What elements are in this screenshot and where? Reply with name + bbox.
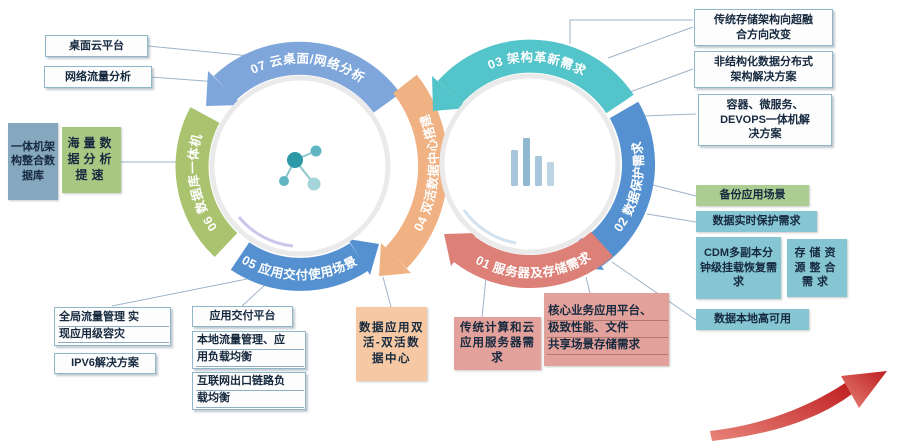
- arc-01-arrowhead: [444, 233, 477, 266]
- callout-line: 本地流量管理、应: [196, 333, 304, 350]
- molecule-node: [279, 176, 289, 186]
- callout-line: 架构解决方案: [730, 70, 797, 83]
- arc-05-arrowhead: [348, 239, 379, 275]
- accent-arc-left: [237, 216, 294, 248]
- swoosh-body: [710, 383, 852, 441]
- accent-arc-right: [462, 209, 517, 245]
- callout-dual-active-dc: 数据应用双活-双活数据中心: [356, 307, 427, 381]
- callout-mass-data: 海量数据分析提速: [62, 127, 121, 193]
- arc-01: [453, 231, 613, 288]
- callout-line: 共享场景存储需求: [547, 338, 668, 356]
- callout-internet-outlet: 互联网出口链路负 载均衡: [192, 372, 306, 410]
- callout-line: DEVOPS一体机解: [720, 113, 810, 126]
- arc-07-arrowhead: [206, 71, 242, 106]
- callout-app-delivery: 应用交付平台: [192, 306, 293, 327]
- connector-line: [646, 213, 697, 223]
- bar-chart-bar: [535, 156, 542, 186]
- connector-lines: [111, 19, 697, 321]
- callout-line: 传统存储架构向超融: [714, 13, 813, 26]
- callout-local-traffic: 本地流量管理、应 用负载均衡: [192, 331, 306, 369]
- callout-traditional-compute: 传统计算和云应用服务器需求: [454, 317, 541, 370]
- connector-line: [569, 19, 693, 44]
- arc-03-arrowhead: [432, 76, 468, 111]
- callout-line: 决方案: [748, 128, 782, 141]
- callout-line: 非结构化数据分布式: [714, 55, 813, 68]
- callout-line: 现应用级容灾: [58, 327, 169, 344]
- callout-storage-consolidation: 存储资源整合需求: [787, 239, 847, 297]
- ring-left: 07 云桌面/网络分析 06 数据库一体机 05 应用交付使用场景 04 双活数…: [175, 41, 449, 291]
- callout-line: 互联网出口链路负: [196, 374, 304, 391]
- callout-line: 全局流量管理 实: [58, 310, 169, 327]
- bar-chart-bar: [547, 162, 554, 186]
- connector-line: [648, 183, 697, 197]
- callout-storage-hci: 传统存储架构向超融 合方向改变: [694, 9, 833, 46]
- callout-line: 合方向改变: [736, 28, 791, 41]
- callout-core-business: 核心业务应用平台、 极致性能、文件 共享场景存储需求: [544, 293, 669, 366]
- connector-line: [611, 261, 697, 321]
- connector-line: [382, 276, 392, 308]
- callout-ipv6: IPV6解决方案: [54, 353, 156, 374]
- callout-global-traffic: 全局流量管理 实 现应用级容灾: [54, 307, 171, 346]
- arc-04-arrowhead: [379, 243, 411, 276]
- connector-line: [585, 276, 591, 294]
- callout-local-ha: 数据本地高可用: [696, 309, 809, 330]
- bar-chart-bar: [511, 150, 518, 186]
- bar-chart-icon: [511, 138, 554, 186]
- callout-cdm: CDM多副本分钟级挂载恢复需求: [696, 237, 781, 299]
- connector-line: [607, 26, 694, 59]
- arc-02: [582, 101, 656, 267]
- callout-line: 用负载均衡: [196, 350, 304, 367]
- arc-04: [384, 74, 449, 269]
- bar-chart-bar: [523, 138, 530, 186]
- swoosh-arrow: [710, 371, 887, 441]
- connector-line: [150, 76, 219, 83]
- callout-desktop-cloud: 桌面云平台: [45, 35, 148, 57]
- connector-line: [111, 278, 248, 307]
- molecule-node: [287, 152, 303, 168]
- molecule-node: [307, 177, 321, 191]
- callout-backup: 备份应用场景: [696, 185, 809, 206]
- arc-06: [175, 107, 238, 258]
- callout-line: 容器、微服务、: [726, 99, 804, 112]
- callout-line: 核心业务应用平台、: [547, 304, 668, 321]
- callout-unstructured: 非结构化数据分布式 架构解决方案: [694, 51, 833, 88]
- callout-container-devops: 容器、微服务、 DEVOPS一体机解 决方案: [698, 94, 832, 146]
- callout-appliance-db: 一体机架构整合数据库: [8, 123, 58, 200]
- arc-05: [230, 242, 368, 291]
- callout-realtime-protection: 数据实时保护需求: [696, 211, 817, 232]
- molecule-network-icon: [279, 145, 322, 191]
- callout-network-traffic: 网络流量分析: [44, 66, 152, 88]
- connector-line: [241, 283, 267, 307]
- arc-07: [213, 41, 401, 114]
- swoosh-arrowhead: [841, 371, 887, 408]
- connector-line: [629, 68, 694, 93]
- callout-line: 极致性能、文件: [547, 321, 668, 339]
- callout-line: 载均衡: [196, 391, 304, 408]
- ring-right: 03 架构革新需求 02 数据保护需求 01 服务器及存储需求: [432, 39, 656, 288]
- connector-line: [147, 45, 261, 58]
- molecule-node: [310, 145, 322, 157]
- arc-03: [437, 39, 634, 114]
- connector-line: [641, 113, 697, 117]
- connector-line: [481, 277, 487, 318]
